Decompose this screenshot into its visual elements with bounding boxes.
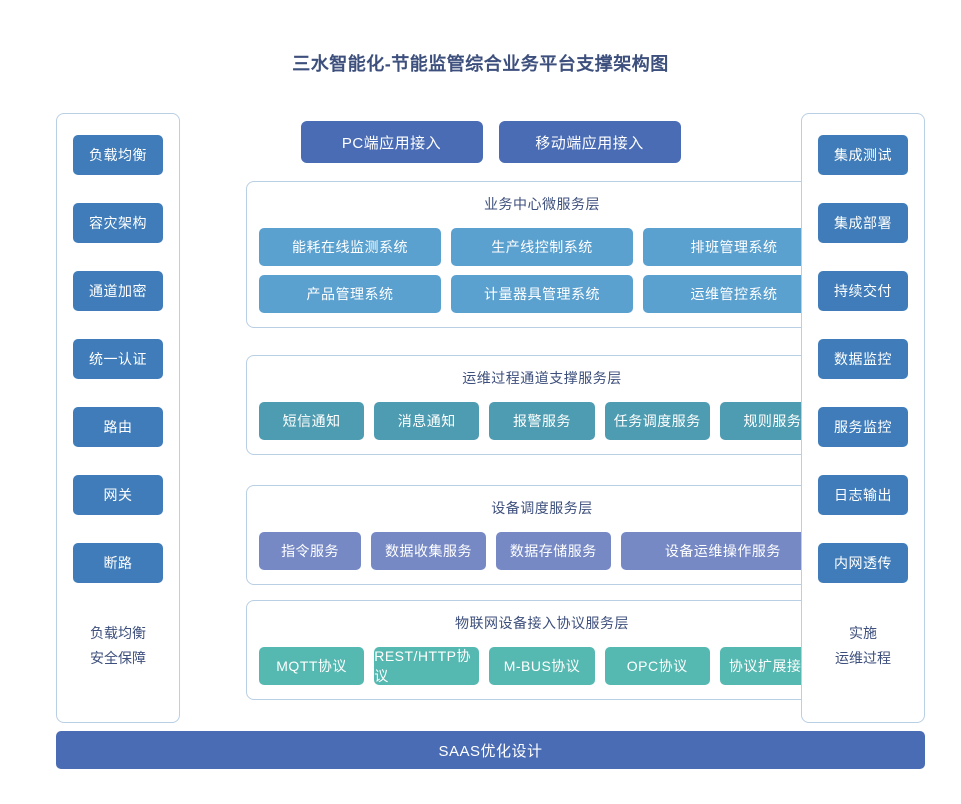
left-support-panel: 负载均衡 容灾架构 通道加密 统一认证 路由 网关 断路 负载均衡 安全保障 xyxy=(56,113,180,723)
node-shift-management-system[interactable]: 排班管理系统 xyxy=(643,228,825,266)
left-chip-1[interactable]: 容灾架构 xyxy=(73,203,163,243)
node-alarm-service[interactable]: 报警服务 xyxy=(489,402,595,440)
left-chip-2[interactable]: 通道加密 xyxy=(73,271,163,311)
right-chip-5[interactable]: 日志输出 xyxy=(818,475,908,515)
node-rest-http-protocol[interactable]: REST/HTTP协议 xyxy=(374,647,480,685)
layer-iot-protocol-title: 物联网设备接入协议服务层 xyxy=(455,615,629,631)
right-support-panel: 集成测试 集成部署 持续交付 数据监控 服务监控 日志输出 内网透传 实施 运维… xyxy=(801,113,925,723)
layer-ops-support-row-1: 短信通知 消息通知 报警服务 任务调度服务 规则服务 xyxy=(259,402,826,440)
left-footer-line-2: 安全保障 xyxy=(90,650,146,666)
node-mqtt-protocol[interactable]: MQTT协议 xyxy=(259,647,365,685)
node-ops-control-system[interactable]: 运维管控系统 xyxy=(643,275,825,313)
node-message-notification[interactable]: 消息通知 xyxy=(374,402,480,440)
right-chip-1[interactable]: 集成部署 xyxy=(818,203,908,243)
mobile-access-button[interactable]: 移动端应用接入 xyxy=(498,121,681,163)
layer-business-row-2: 产品管理系统 计量器具管理系统 运维管控系统 xyxy=(259,275,825,313)
layer-ops-support: 运维过程通道支撑服务层 短信通知 消息通知 报警服务 任务调度服务 规则服务 xyxy=(246,355,838,455)
right-footer-line-1: 实施 xyxy=(849,625,877,641)
layer-business-row-1: 能耗在线监测系统 生产线控制系统 排班管理系统 xyxy=(259,228,825,266)
pc-access-button[interactable]: PC端应用接入 xyxy=(300,121,483,163)
layer-business-title: 业务中心微服务层 xyxy=(484,196,600,212)
center-column: PC端应用接入 移动端应用接入 业务中心微服务层 能耗在线监测系统 生产线控制系… xyxy=(192,113,838,723)
node-data-collection-service[interactable]: 数据收集服务 xyxy=(371,532,486,570)
layer-business: 业务中心微服务层 能耗在线监测系统 生产线控制系统 排班管理系统 产品管理系统 … xyxy=(246,181,838,328)
node-product-management-system[interactable]: 产品管理系统 xyxy=(259,275,441,313)
layer-iot-protocol-row-1: MQTT协议 REST/HTTP协议 M-BUS协议 OPC协议 协议扩展接口 xyxy=(259,647,826,685)
left-chip-5[interactable]: 网关 xyxy=(73,475,163,515)
left-chip-4[interactable]: 路由 xyxy=(73,407,163,447)
right-chip-4[interactable]: 服务监控 xyxy=(818,407,908,447)
node-production-line-control-system[interactable]: 生产线控制系统 xyxy=(451,228,633,266)
left-chip-3[interactable]: 统一认证 xyxy=(73,339,163,379)
node-command-service[interactable]: 指令服务 xyxy=(259,532,362,570)
right-chip-6[interactable]: 内网透传 xyxy=(818,543,908,583)
node-sms-notification[interactable]: 短信通知 xyxy=(259,402,365,440)
layer-ops-support-title: 运维过程通道支撑服务层 xyxy=(462,370,622,386)
right-panel-footer: 实施 运维过程 xyxy=(835,621,891,671)
node-opc-protocol[interactable]: OPC协议 xyxy=(604,647,710,685)
node-energy-monitor-system[interactable]: 能耗在线监测系统 xyxy=(259,228,441,266)
left-panel-footer: 负载均衡 安全保障 xyxy=(90,621,146,671)
layer-device-scheduling: 设备调度服务层 指令服务 数据收集服务 数据存储服务 设备运维操作服务 xyxy=(246,485,838,585)
left-footer-line-1: 负载均衡 xyxy=(90,625,146,641)
architecture-board: 负载均衡 容灾架构 通道加密 统一认证 路由 网关 断路 负载均衡 安全保障 P… xyxy=(56,113,925,723)
node-mbus-protocol[interactable]: M-BUS协议 xyxy=(489,647,595,685)
node-task-scheduling-service[interactable]: 任务调度服务 xyxy=(604,402,710,440)
layer-device-scheduling-row-1: 指令服务 数据收集服务 数据存储服务 设备运维操作服务 xyxy=(259,532,825,570)
left-chip-0[interactable]: 负载均衡 xyxy=(73,135,163,175)
layer-iot-protocol: 物联网设备接入协议服务层 MQTT协议 REST/HTTP协议 M-BUS协议 … xyxy=(246,600,838,700)
layer-device-scheduling-title: 设备调度服务层 xyxy=(491,500,593,516)
left-chip-6[interactable]: 断路 xyxy=(73,543,163,583)
right-chip-2[interactable]: 持续交付 xyxy=(818,271,908,311)
node-device-ops-operation-service[interactable]: 设备运维操作服务 xyxy=(620,532,825,570)
page-title: 三水智能化-节能监管综合业务平台支撑架构图 xyxy=(292,54,669,74)
right-chip-0[interactable]: 集成测试 xyxy=(818,135,908,175)
right-chip-3[interactable]: 数据监控 xyxy=(818,339,908,379)
saas-optimization-bar[interactable]: SAAS优化设计 xyxy=(56,731,925,769)
node-metering-device-management-system[interactable]: 计量器具管理系统 xyxy=(451,275,633,313)
right-footer-line-2: 运维过程 xyxy=(835,650,891,666)
application-access-row: PC端应用接入 移动端应用接入 xyxy=(192,113,789,163)
node-data-storage-service[interactable]: 数据存储服务 xyxy=(495,532,611,570)
